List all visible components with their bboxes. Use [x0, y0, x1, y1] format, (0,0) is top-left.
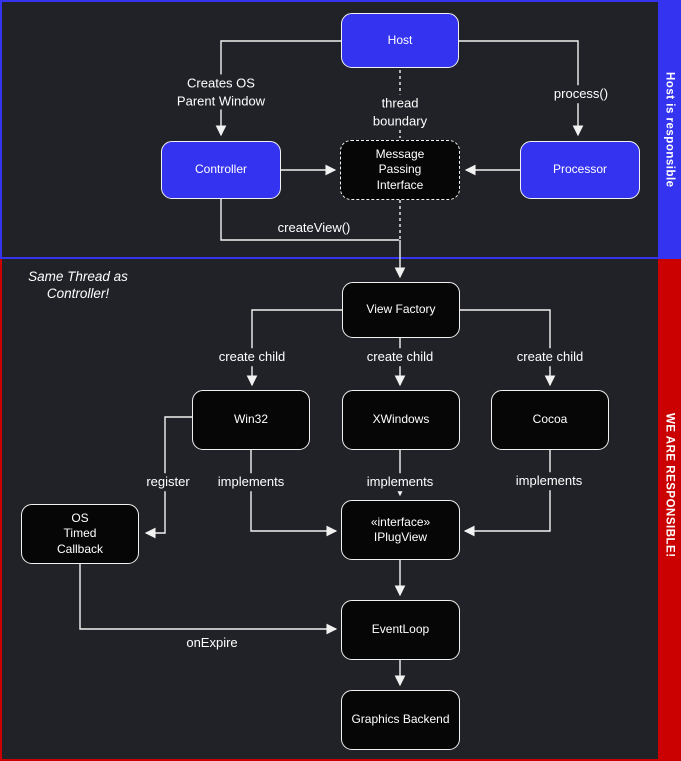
label-create-child-xwindows: create child [363, 348, 437, 366]
edge-cocoa-implements [463, 450, 551, 537]
host-responsibility-bar: Host is responsible [658, 0, 681, 259]
node-iplugview: «interface» IPlugView [341, 500, 460, 560]
node-eventloop: EventLoop [341, 600, 460, 660]
node-xwindows: XWindows [342, 390, 460, 450]
label-creates-os-parent-window: Creates OS Parent Window [173, 74, 269, 110]
node-processor: Processor [520, 141, 640, 199]
edge-host-processor [459, 40, 584, 137]
plugin-section-frame [0, 259, 681, 761]
plugin-responsibility-bar: WE ARE RESPONSIBLE! [658, 259, 681, 761]
label-implements-win32: implements [214, 473, 288, 491]
node-view-factory: View Factory [342, 282, 460, 338]
label-create-child-cocoa: create child [513, 348, 587, 366]
label-thread-boundary: thread boundary [369, 94, 431, 130]
node-graphics-backend: Graphics Backend [341, 690, 460, 750]
host-section-frame [0, 0, 681, 259]
host-responsibility-label: Host is responsible [663, 71, 676, 188]
edge-onexpire [79, 564, 338, 635]
edge-createview [220, 199, 399, 241]
label-implements-cocoa: implements [512, 472, 586, 490]
same-thread-note: Same Thread as Controller! [28, 269, 128, 301]
node-message-passing-interface: Message Passing Interface [340, 140, 460, 200]
node-host: Host [341, 13, 459, 68]
label-on-expire: onExpire [183, 634, 241, 652]
plugin-responsibility-label: WE ARE RESPONSIBLE! [663, 412, 676, 558]
label-create-view: createView() [274, 219, 354, 237]
label-process: process() [550, 85, 612, 103]
label-implements-xwindows: implements [363, 473, 437, 491]
node-os-timed-callback: OS Timed Callback [21, 504, 139, 564]
node-cocoa: Cocoa [491, 390, 609, 450]
label-register: register [143, 473, 193, 491]
node-win32: Win32 [192, 390, 310, 450]
node-controller: Controller [161, 141, 281, 199]
label-create-child-win32: create child [215, 348, 289, 366]
